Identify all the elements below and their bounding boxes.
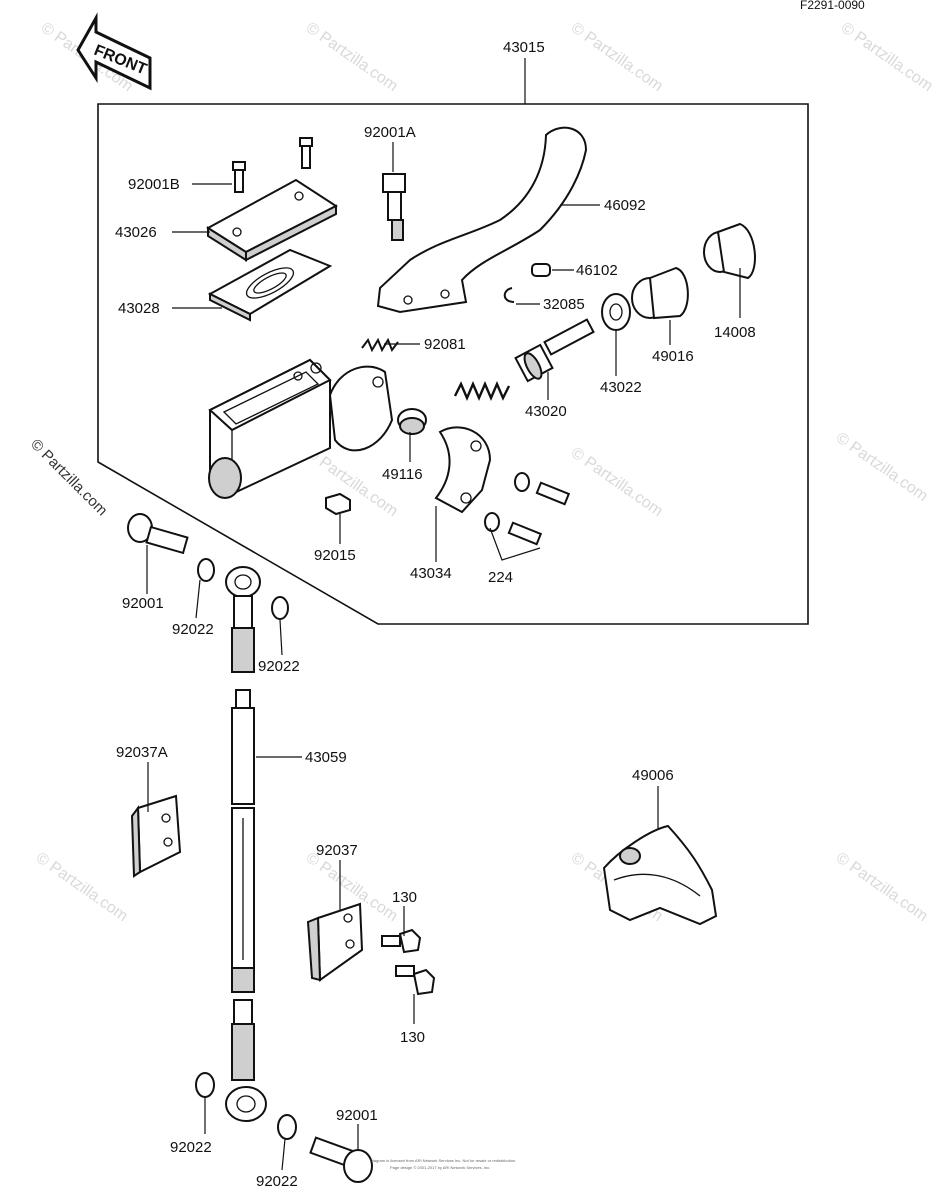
label-92081: 92081 (424, 336, 466, 353)
label-130-a: 130 (392, 889, 417, 906)
label-224: 224 (488, 569, 513, 586)
boot-49016 (631, 266, 689, 320)
washer-92022 (271, 596, 289, 620)
label-46092: 46092 (604, 197, 646, 214)
label-14008: 14008 (714, 324, 756, 341)
label-43026: 43026 (115, 224, 157, 241)
clutch-lever (376, 126, 588, 314)
label-92037: 92037 (316, 842, 358, 859)
dust-seal (397, 408, 427, 435)
bracket-92037A (130, 794, 182, 878)
piston-assembly (453, 318, 595, 402)
assembly-boundary (97, 103, 809, 625)
clutch-hose (225, 566, 267, 1122)
label-92015: 92015 (314, 547, 356, 564)
washer-92022 (277, 1114, 297, 1140)
watermark: © Partzilla.com (33, 849, 131, 925)
label-92001A: 92001A (364, 124, 416, 141)
copyright-line-1: Diagram is licensed from ARI Network Ser… (370, 1158, 516, 1163)
clamp (434, 426, 492, 514)
watermark: © Partzilla.com (568, 19, 666, 95)
bracket-92037 (306, 902, 364, 982)
copyright-line-2: Page design © 2001-2017 by ARI Network S… (390, 1165, 490, 1170)
label-43015: 43015 (503, 39, 545, 56)
label-43020: 43020 (525, 403, 567, 420)
label-43059: 43059 (305, 749, 347, 766)
label-49116: 49116 (382, 466, 423, 483)
diagram-code: F2291-0090 (800, 0, 865, 12)
watermark: © Partzilla.com (833, 849, 931, 925)
nut (325, 492, 351, 516)
watermark: © Partzilla.com (303, 19, 401, 95)
clamp-bolts (484, 472, 571, 546)
label-92022-b: 92022 (258, 658, 300, 675)
banjo-bolt-top (127, 513, 189, 555)
banjo-bolt-bottom (309, 1136, 373, 1183)
label-43028: 43028 (118, 300, 160, 317)
pivot-pin (531, 263, 551, 277)
label-49016: 49016 (652, 348, 694, 365)
cap-14008 (703, 222, 756, 280)
label-92022-c: 92022 (170, 1139, 212, 1156)
washer-92022 (195, 1072, 215, 1098)
watermark: © Partzilla.com (838, 19, 936, 95)
label-92022-a: 92022 (172, 621, 214, 638)
label-46102: 46102 (576, 262, 618, 279)
part-labels: 43015 92001A 92001B 46092 43026 46102 43… (115, 39, 756, 1190)
clip (503, 287, 515, 303)
label-43034: 43034 (410, 565, 452, 582)
pivot-bolt (382, 173, 406, 241)
label-49006: 49006 (632, 767, 674, 784)
label-32085: 32085 (543, 296, 585, 313)
bolts-130 (381, 928, 436, 996)
watermark: © Partzilla.com (568, 444, 666, 520)
label-130-b: 130 (400, 1029, 425, 1046)
watermark: © Partzilla.com (833, 429, 931, 505)
reservoir-screws (232, 137, 313, 193)
leader-lines (146, 142, 741, 1171)
label-92001-top: 92001 (122, 595, 164, 612)
washer-92022 (197, 558, 215, 582)
label-92001-bottom: 92001 (336, 1107, 378, 1124)
small-spring (361, 337, 399, 353)
label-43022: 43022 (600, 379, 642, 396)
washer-43022 (601, 293, 631, 331)
master-cylinder-body (208, 358, 394, 499)
label-92037A: 92037A (116, 744, 168, 761)
label-92022-d: 92022 (256, 1173, 298, 1190)
label-92001B: 92001B (128, 176, 180, 193)
